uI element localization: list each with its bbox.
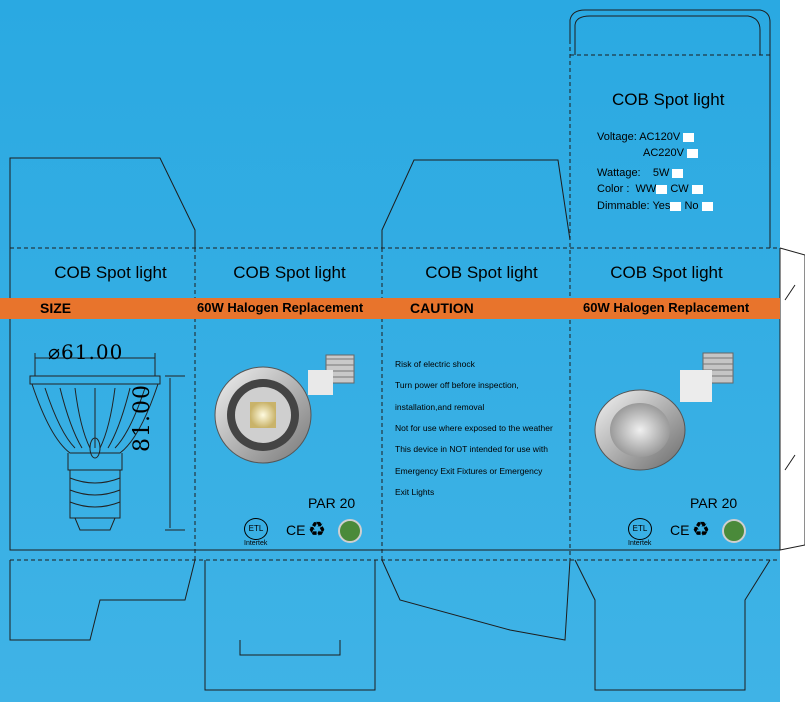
checkbox-ww	[656, 184, 668, 194]
caution-label: CAUTION	[410, 300, 474, 316]
voltage-option-2: AC220V	[643, 147, 684, 159]
ce-mark-icon: CE	[670, 522, 690, 538]
dimension-drawing	[29, 353, 185, 531]
voltage-row-1: Voltage: AC120V	[597, 131, 695, 143]
orange-band	[0, 298, 780, 319]
wattage-label: Wattage:	[597, 167, 641, 179]
halogen-label-1: 60W Halogen Replacement	[197, 300, 364, 315]
par-label-2: PAR 20	[690, 495, 738, 511]
lid-title: COB Spot light	[612, 90, 725, 109]
recycle-icon: ♻	[308, 519, 326, 541]
checkbox-cw	[691, 184, 703, 194]
recycle-icon: ♻	[692, 519, 710, 541]
eco-leaf-icon	[722, 519, 746, 543]
voltage-row-2: AC220V	[643, 147, 699, 159]
panel3-title: COB Spot light	[425, 263, 538, 282]
wattage-row: Wattage: 5W	[597, 167, 684, 179]
checkbox-yes	[670, 201, 682, 211]
background	[0, 0, 780, 702]
bulb-image-1	[214, 354, 355, 464]
voltage-label: Voltage:	[597, 131, 637, 143]
caution-line: Exit Lights	[395, 486, 435, 497]
dimmable-yes: Yes	[652, 200, 671, 212]
height-dimension: 81.00	[130, 384, 155, 452]
voltage-option-1: AC120V	[639, 131, 681, 143]
caution-line: Emergency Exit Fixtures or Emergency	[395, 465, 543, 476]
panel2-title: COB Spot light	[233, 263, 346, 282]
dimmable-label: Dimmable:	[597, 200, 650, 212]
ce-mark-icon: CE	[286, 522, 306, 538]
caution-line: This device in NOT intended for use with	[395, 444, 548, 455]
caution-line: Turn power off before inspection,	[395, 380, 519, 391]
eco-leaf-icon	[338, 519, 362, 543]
checkbox-5w	[672, 168, 684, 178]
diameter-dimension: ⌀61.00	[48, 340, 124, 364]
dimmable-no: No	[684, 200, 699, 212]
caution-line: Risk of electric shock	[395, 359, 475, 369]
color-row: Color : WW CW	[597, 183, 703, 195]
halogen-label-2: 60W Halogen Replacement	[583, 300, 750, 315]
panel4-title: COB Spot light	[610, 263, 723, 282]
bulb-image-2	[594, 352, 734, 471]
checkbox-ac120	[683, 132, 695, 142]
caution-line: Not for use where exposed to the weather	[395, 422, 553, 433]
intertek-label-1: Intertek	[244, 540, 268, 547]
color-cw: CW	[670, 183, 689, 195]
dimmable-row: Dimmable: Yes No	[597, 200, 713, 212]
etl-mark-icon: ETL	[244, 518, 268, 540]
caution-line: installation,and removal	[395, 401, 485, 412]
par-label-1: PAR 20	[308, 495, 356, 511]
checkbox-ac220	[687, 148, 699, 158]
color-label: Color :	[597, 183, 630, 195]
etl-mark-icon: ETL	[628, 518, 652, 540]
color-ww: WW	[635, 183, 657, 195]
panel1-title: COB Spot light	[54, 263, 167, 282]
size-label: SIZE	[40, 300, 72, 316]
intertek-label-2: Intertek	[628, 540, 652, 547]
wattage-value: 5W	[652, 167, 670, 179]
checkbox-no	[701, 201, 713, 211]
